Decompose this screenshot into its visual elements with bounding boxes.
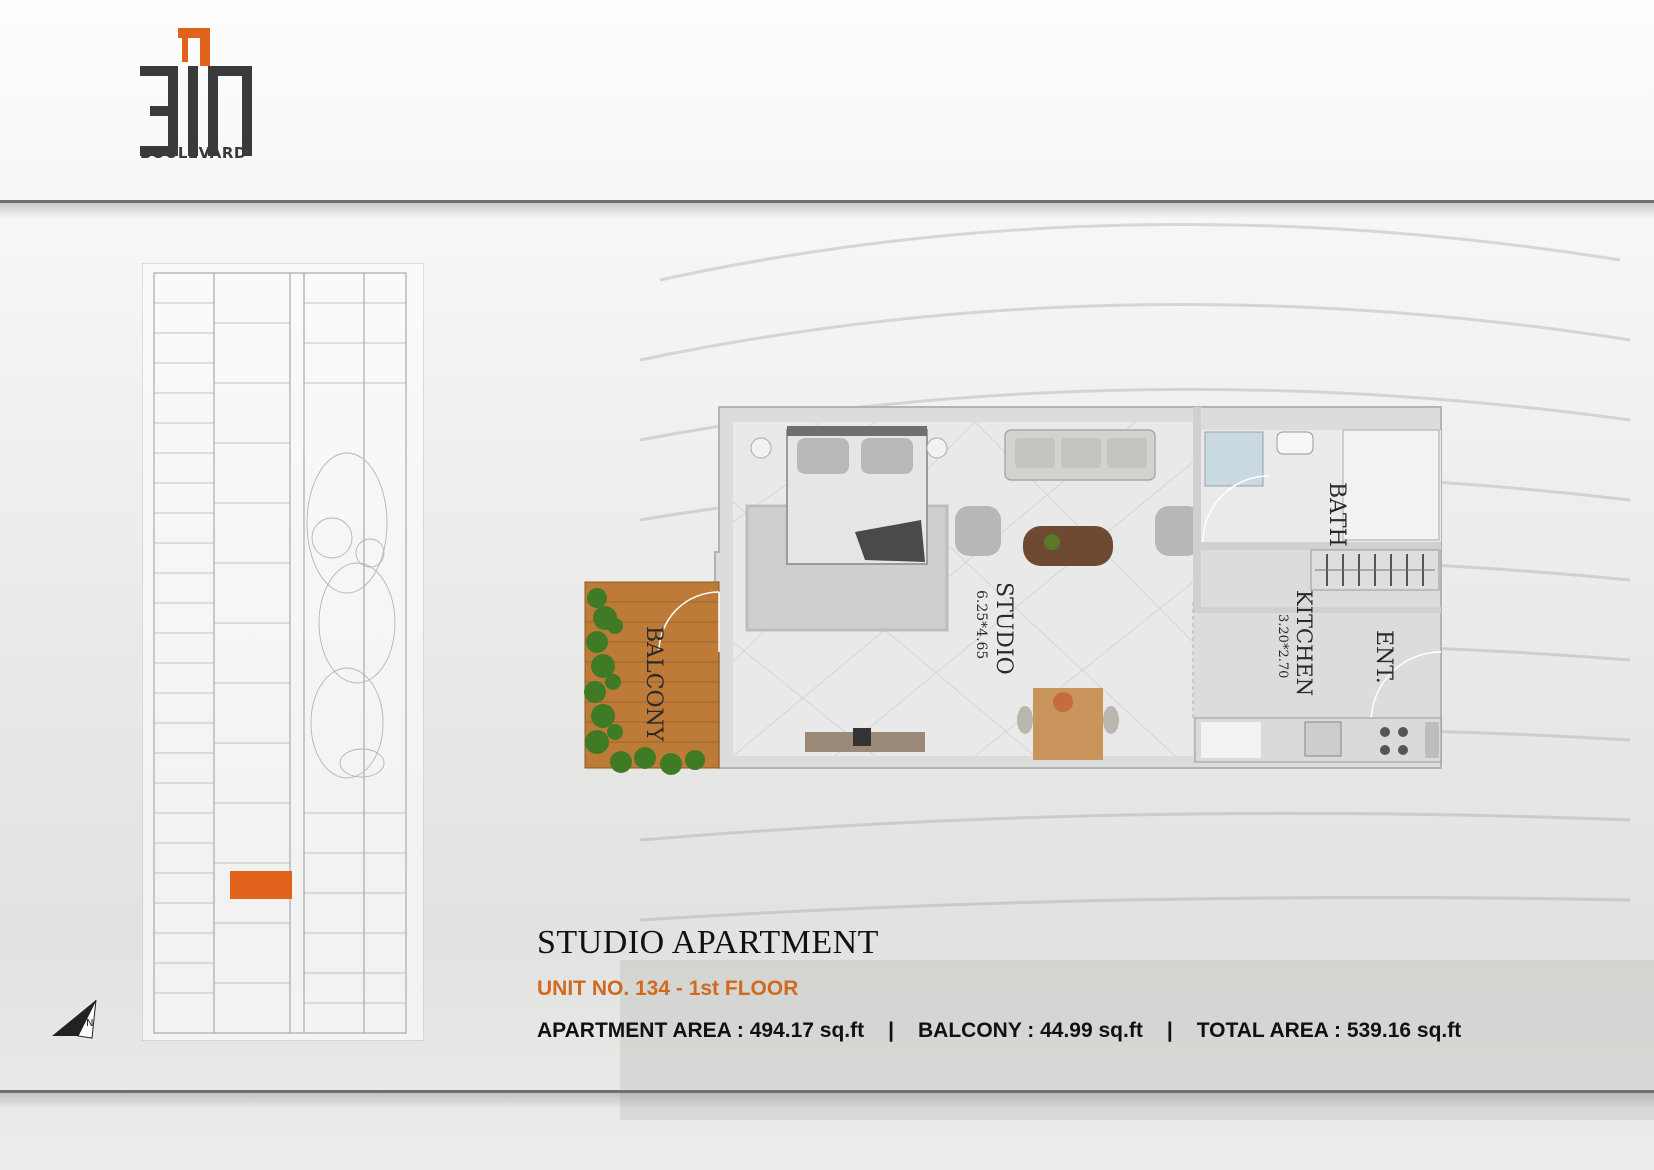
room-label-kitchen: KITCHEN [1292,590,1316,697]
room-label-entrance: ENT. [1371,630,1396,684]
apartment-title: STUDIO APARTMENT [537,924,879,961]
apartment-area: APARTMENT AREA : 494.17 sq.ft [537,1019,865,1042]
north-arrow-icon: N [52,999,97,1039]
unit-number: UNIT NO. 134 - 1st FLOOR [537,977,799,1000]
north-label: N [86,1018,93,1029]
balcony-area: BALCONY : 44.99 sq.ft [918,1019,1143,1042]
total-area: TOTAL AREA : 539.16 sq.ft [1196,1019,1462,1042]
key-plan [142,263,424,1041]
boulevard-logo-word: BOULEVARD [140,144,247,162]
top-divider [0,200,1654,203]
boulevard-logo-mark [140,28,252,156]
room-label-studio: STUDIO [991,582,1016,675]
area-separator: | [888,1019,894,1042]
room-label-balcony: BALCONY [641,626,666,742]
room-size-studio: 6.25*4.65 [973,590,989,660]
studio-floor-plan [584,406,1442,775]
top-divider-shadow [0,203,1654,219]
room-label-bath: BATH [1324,482,1349,547]
area-separator: | [1166,1019,1173,1042]
bottom-divider-shadow [0,1093,1654,1109]
highlighted-unit [230,871,292,899]
bottom-divider [0,1090,1654,1093]
area-summary: APARTMENT AREA : 494.17 sq.ft | BALCONY … [537,1019,1547,1043]
room-size-kitchen: 3.20*2.70 [1275,614,1290,679]
